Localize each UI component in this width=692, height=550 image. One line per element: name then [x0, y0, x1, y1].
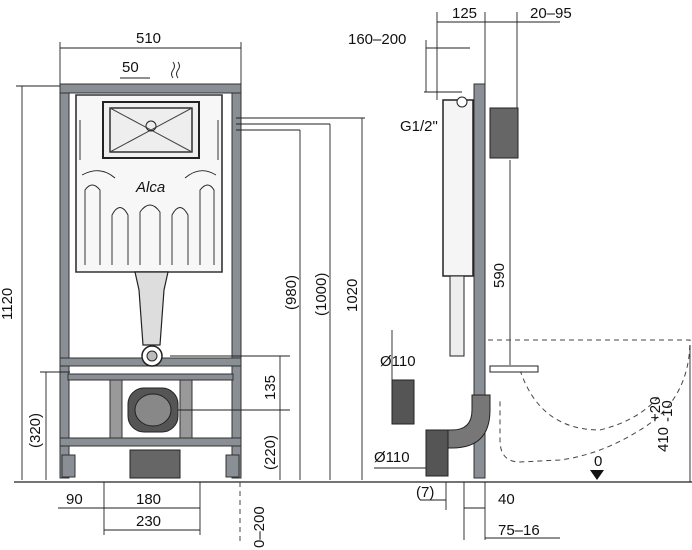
wall-mount-block	[489, 107, 519, 159]
dim-1120: 1120	[0, 288, 16, 320]
dim-410: 410	[655, 427, 672, 452]
dim-510: 510	[136, 30, 161, 47]
frame-right-post	[231, 83, 242, 479]
dim-20-95: 20–95	[530, 5, 572, 22]
dim-230: 230	[136, 513, 161, 530]
right-support-bar	[179, 379, 193, 439]
dim-1000: (1000)	[313, 273, 330, 316]
frame-left-post	[59, 83, 70, 479]
dim-180: 180	[136, 491, 161, 508]
dim-160-200: 160–200	[348, 31, 406, 48]
dim-135: 135	[262, 375, 279, 400]
frame-right-foot	[225, 454, 240, 478]
dim-980: (980)	[283, 275, 300, 310]
frame-top-rail	[59, 83, 242, 94]
side-flush-pipe	[449, 275, 465, 357]
dim-125: 125	[452, 5, 477, 22]
dim-zero: 0	[594, 453, 602, 470]
side-frame-post	[473, 83, 486, 479]
front-view: Alca 510 50 1120 (220) (320) (980)	[0, 30, 365, 548]
dim-40: 40	[498, 491, 515, 508]
brand-logo: Alca	[135, 179, 165, 196]
floor-zero-marker	[590, 470, 604, 480]
side-view: G1/2" 125 20–95 160–200 590 Ø110 Ø110 41…	[348, 5, 691, 540]
thread-size: G1/2"	[400, 118, 438, 135]
dim-7: (7)	[416, 484, 434, 501]
dim-90: 90	[66, 491, 83, 508]
dim-410-minus: -10	[659, 400, 676, 422]
dim-590: 590	[491, 263, 508, 288]
pipe-110-top: Ø110	[380, 353, 416, 370]
dim-410-plus: +20	[647, 397, 664, 422]
dim-220: (220)	[262, 435, 279, 470]
frame-bracket-rail	[67, 373, 234, 381]
pipe-110-bottom: Ø110	[374, 449, 410, 466]
side-cistern	[442, 99, 474, 277]
dim-1020: 1020	[344, 279, 361, 312]
dim-320-label: (320)	[27, 413, 44, 448]
mounting-bolt	[489, 365, 539, 373]
side-drain-connector	[425, 429, 449, 477]
flush-pipe	[134, 271, 169, 346]
side-pipe-110	[391, 379, 415, 425]
frame-lower-rail	[59, 437, 242, 447]
frame-left-foot	[61, 454, 76, 478]
dim-50: 50	[122, 59, 139, 76]
dim-75-16: 75–16	[498, 522, 540, 539]
toilet-bowl-outline	[488, 339, 691, 463]
dim-0-200: 0–200	[251, 506, 268, 548]
waste-pipe-stub	[129, 449, 181, 479]
left-support-bar	[109, 379, 123, 439]
